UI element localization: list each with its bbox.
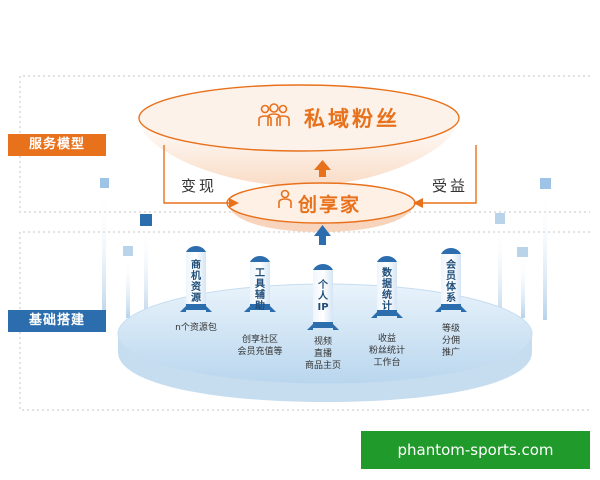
people-icon bbox=[258, 103, 290, 126]
section-frame-bottom bbox=[19, 231, 590, 411]
rocket-4-caption-line: 等级 bbox=[442, 322, 460, 334]
person-icon bbox=[278, 189, 292, 208]
creator-title: 创享家 bbox=[297, 193, 361, 216]
rocket-2-label-line: 个 bbox=[317, 278, 329, 291]
benefit-label: 受益 bbox=[432, 177, 468, 195]
rocket-3-label-line: 统 bbox=[382, 288, 392, 301]
rocket-4-label-line: 员 bbox=[446, 270, 456, 282]
rocket-1-label-line: 具 bbox=[254, 278, 265, 290]
rocket-2-caption-line: 直播 bbox=[314, 347, 332, 359]
rocket-3-caption-line: 粉丝统计 bbox=[369, 344, 405, 356]
rocket-1-label-line: 工 bbox=[255, 268, 265, 279]
infrastructure-label: 基础搭建 bbox=[8, 310, 106, 332]
up-arrow-to-creator bbox=[314, 225, 331, 245]
rocket-4-caption-line: 推广 bbox=[442, 346, 460, 358]
rocket-2-label-line: IP bbox=[317, 302, 328, 313]
rocket-0-label-line: 机 bbox=[191, 269, 201, 282]
private-fans-title: 私域粉丝 bbox=[304, 107, 400, 131]
rocket-2-caption-line: 商品主页 bbox=[305, 359, 341, 371]
rocket-personal-ip bbox=[307, 264, 339, 330]
rocket-3-label-line: 计 bbox=[382, 299, 392, 312]
service-model-label: 服务模型 bbox=[8, 134, 106, 156]
rocket-0-label-line: 源 bbox=[191, 291, 201, 304]
rocket-3-label-line: 据 bbox=[382, 277, 392, 290]
rocket-4-label-line: 体 bbox=[446, 280, 457, 293]
monetize-arrow bbox=[163, 145, 239, 208]
rocket-0-label-line: 资 bbox=[191, 280, 201, 293]
rocket-1-label-line: 辅 bbox=[255, 288, 265, 301]
rocket-0-label-line: 商 bbox=[191, 258, 201, 271]
rocket-1-label-line: 助 bbox=[255, 299, 265, 312]
rocket-4-caption-line: 分佣 bbox=[442, 335, 460, 346]
rocket-1-caption-line: 创享社区 bbox=[242, 333, 278, 345]
rocket-4-label-line: 系 bbox=[446, 291, 456, 304]
rocket-data bbox=[371, 256, 403, 318]
rocket-3-label-line: 数 bbox=[382, 266, 393, 279]
rocket-0-caption-line: n个资源包 bbox=[175, 321, 217, 333]
private-fans-bowl bbox=[138, 84, 460, 186]
rocket-4-label-line: 会 bbox=[446, 258, 456, 271]
decorative-pillars bbox=[100, 178, 551, 321]
rocket-shapes bbox=[180, 246, 467, 330]
benefit-arrow bbox=[413, 145, 477, 208]
monetize-label: 变现 bbox=[181, 177, 217, 195]
rocket-2-caption-line: 视频 bbox=[314, 335, 332, 347]
up-arrow-to-fans bbox=[314, 160, 331, 177]
rocket-membership bbox=[435, 248, 467, 312]
rocket-1-caption-line: 会员充值等 bbox=[237, 345, 282, 357]
rocket-3-caption-line: 收益 bbox=[378, 332, 396, 344]
site-watermark: phantom-sports.com bbox=[361, 431, 590, 469]
rocket-3-caption-line: 工作台 bbox=[373, 356, 400, 368]
rocket-business bbox=[180, 246, 212, 312]
rocket-2-label-line: 人 bbox=[318, 289, 329, 302]
rocket-tools bbox=[244, 256, 276, 312]
